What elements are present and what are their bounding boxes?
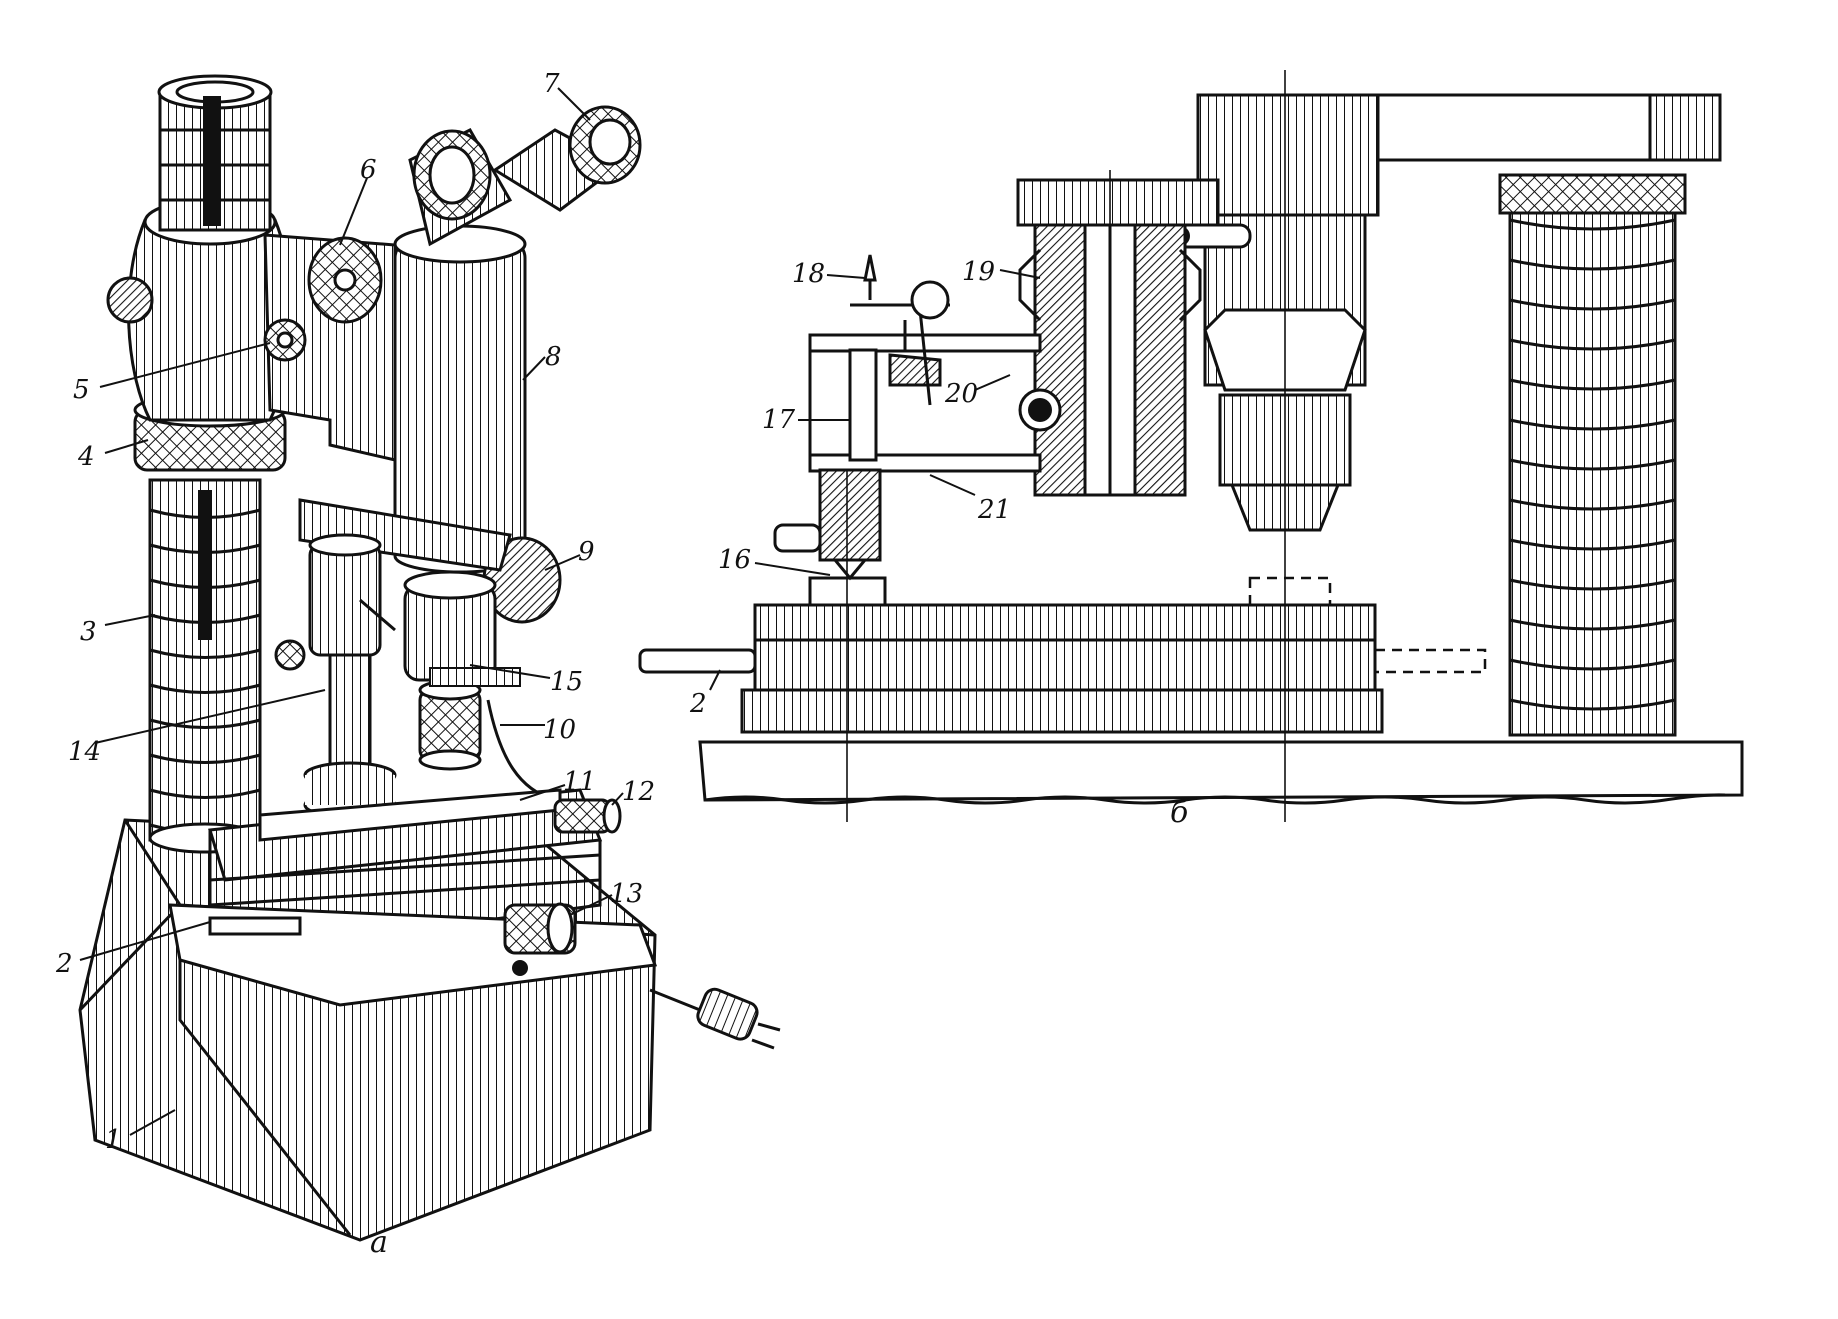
stage-disk — [638, 576, 1487, 734]
eyepiece-tube — [393, 128, 527, 574]
label-13: 13 — [610, 879, 643, 909]
label-16: 16 — [718, 545, 751, 575]
indenter-head-16 — [773, 468, 882, 581]
caption-a: а — [370, 1225, 388, 1260]
labels-a: 1 2 3 4 5 6 7 8 9 10 11 12 13 14 15 а — [55, 69, 655, 1260]
label-15: 15 — [550, 667, 583, 697]
leaders-b — [709, 269, 1041, 691]
label-4: 4 — [77, 442, 95, 472]
label-2: 2 — [55, 949, 73, 979]
view-b-section: 2 16 17 18 19 20 21 б — [638, 70, 1744, 830]
base-plate — [698, 740, 1744, 805]
label-14: 14 — [68, 737, 101, 767]
label-1: 1 — [105, 1125, 122, 1155]
label-20: 20 — [944, 379, 978, 409]
label-18: 18 — [792, 259, 825, 289]
objective — [1196, 93, 1380, 532]
column — [148, 478, 262, 854]
label-3: 3 — [80, 617, 97, 647]
knob-6 — [307, 236, 383, 324]
label-9: 9 — [578, 537, 595, 567]
label-5: 5 — [73, 375, 90, 405]
column-right — [1498, 173, 1687, 737]
label-6: 6 — [360, 155, 377, 185]
label-12: 12 — [622, 777, 655, 807]
eyepiece-7 — [492, 105, 642, 212]
sleeve-19 — [1018, 223, 1202, 497]
lower-slide — [168, 902, 658, 1007]
indenter-unit-14 — [274, 533, 397, 819]
label-7: 7 — [543, 69, 560, 99]
view-a-instrument: 1 2 3 4 5 6 7 8 9 10 11 12 13 14 15 а — [55, 69, 781, 1260]
label-2-b: 2 — [689, 689, 707, 719]
label-10: 10 — [543, 715, 576, 745]
label-11: 11 — [563, 767, 596, 797]
lever-arms — [808, 309, 1042, 473]
knob-5 — [263, 318, 307, 362]
leaders-a — [79, 87, 624, 1136]
objective-block — [298, 498, 521, 771]
label-21: 21 — [977, 495, 1011, 525]
label-8: 8 — [545, 342, 562, 372]
caption-b: б — [1170, 795, 1189, 830]
label-17: 17 — [762, 405, 796, 435]
micrometer-12 — [553, 798, 622, 834]
pointer-18 — [850, 254, 950, 350]
centre-lines — [846, 70, 1286, 822]
label-19: 19 — [962, 257, 995, 287]
labels-b: 2 16 17 18 19 20 21 б — [689, 257, 1189, 830]
